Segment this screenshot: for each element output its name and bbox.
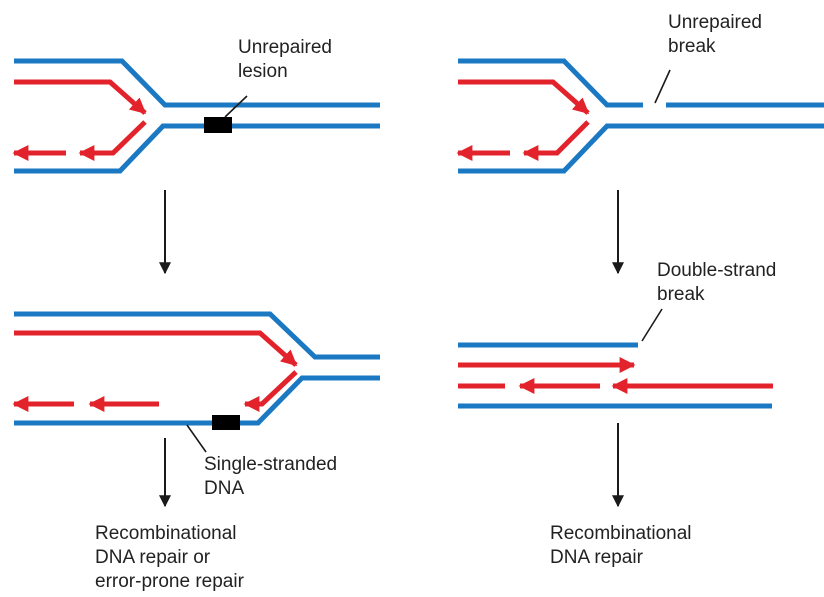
label-double-strand-break: Double-strand break	[657, 260, 782, 305]
parental-strand-top	[458, 58, 643, 108]
parental-strand-bottom	[14, 375, 380, 426]
label-single-stranded-dna: Single-stranded DNA	[204, 454, 342, 499]
parental-strand-top	[14, 311, 380, 360]
panel-top-left-lesion-fork: Unrepaired lesion	[12, 37, 380, 174]
break-leader-line	[654, 69, 671, 104]
lagging-fragment-arrow-1	[243, 370, 298, 413]
ssdna-leader-line	[186, 424, 207, 453]
lesion-block	[212, 415, 240, 430]
parental-strand-bottom	[14, 123, 380, 174]
label-outcome-right: Recombinational DNA repair	[550, 523, 697, 568]
dsb-leader-line	[641, 308, 663, 342]
label-unrepaired-lesion: Unrepaired lesion	[238, 37, 337, 82]
lagging-fragment-arrow-1	[78, 120, 147, 162]
leading-strand-arrow	[458, 79, 590, 115]
label-unrepaired-break: Unrepaired break	[668, 12, 767, 57]
lagging-fragment-arrow-1	[522, 120, 590, 162]
lesion-block	[204, 117, 232, 133]
panel-bottom-left-ssdna-gap: Single-stranded DNA	[12, 311, 380, 499]
label-outcome-left: Recombinational DNA repair or error-pron…	[95, 523, 245, 592]
leading-strand-arrow	[14, 330, 298, 367]
parental-strand-bottom	[458, 123, 824, 174]
lesion-leader-line	[224, 95, 248, 118]
leading-strand-arrow	[14, 79, 147, 115]
parental-strand-top	[14, 58, 380, 108]
panel-top-right-break-fork: Unrepaired break	[456, 12, 824, 174]
panel-bottom-right-double-strand-break: Double-strand break	[458, 260, 782, 409]
